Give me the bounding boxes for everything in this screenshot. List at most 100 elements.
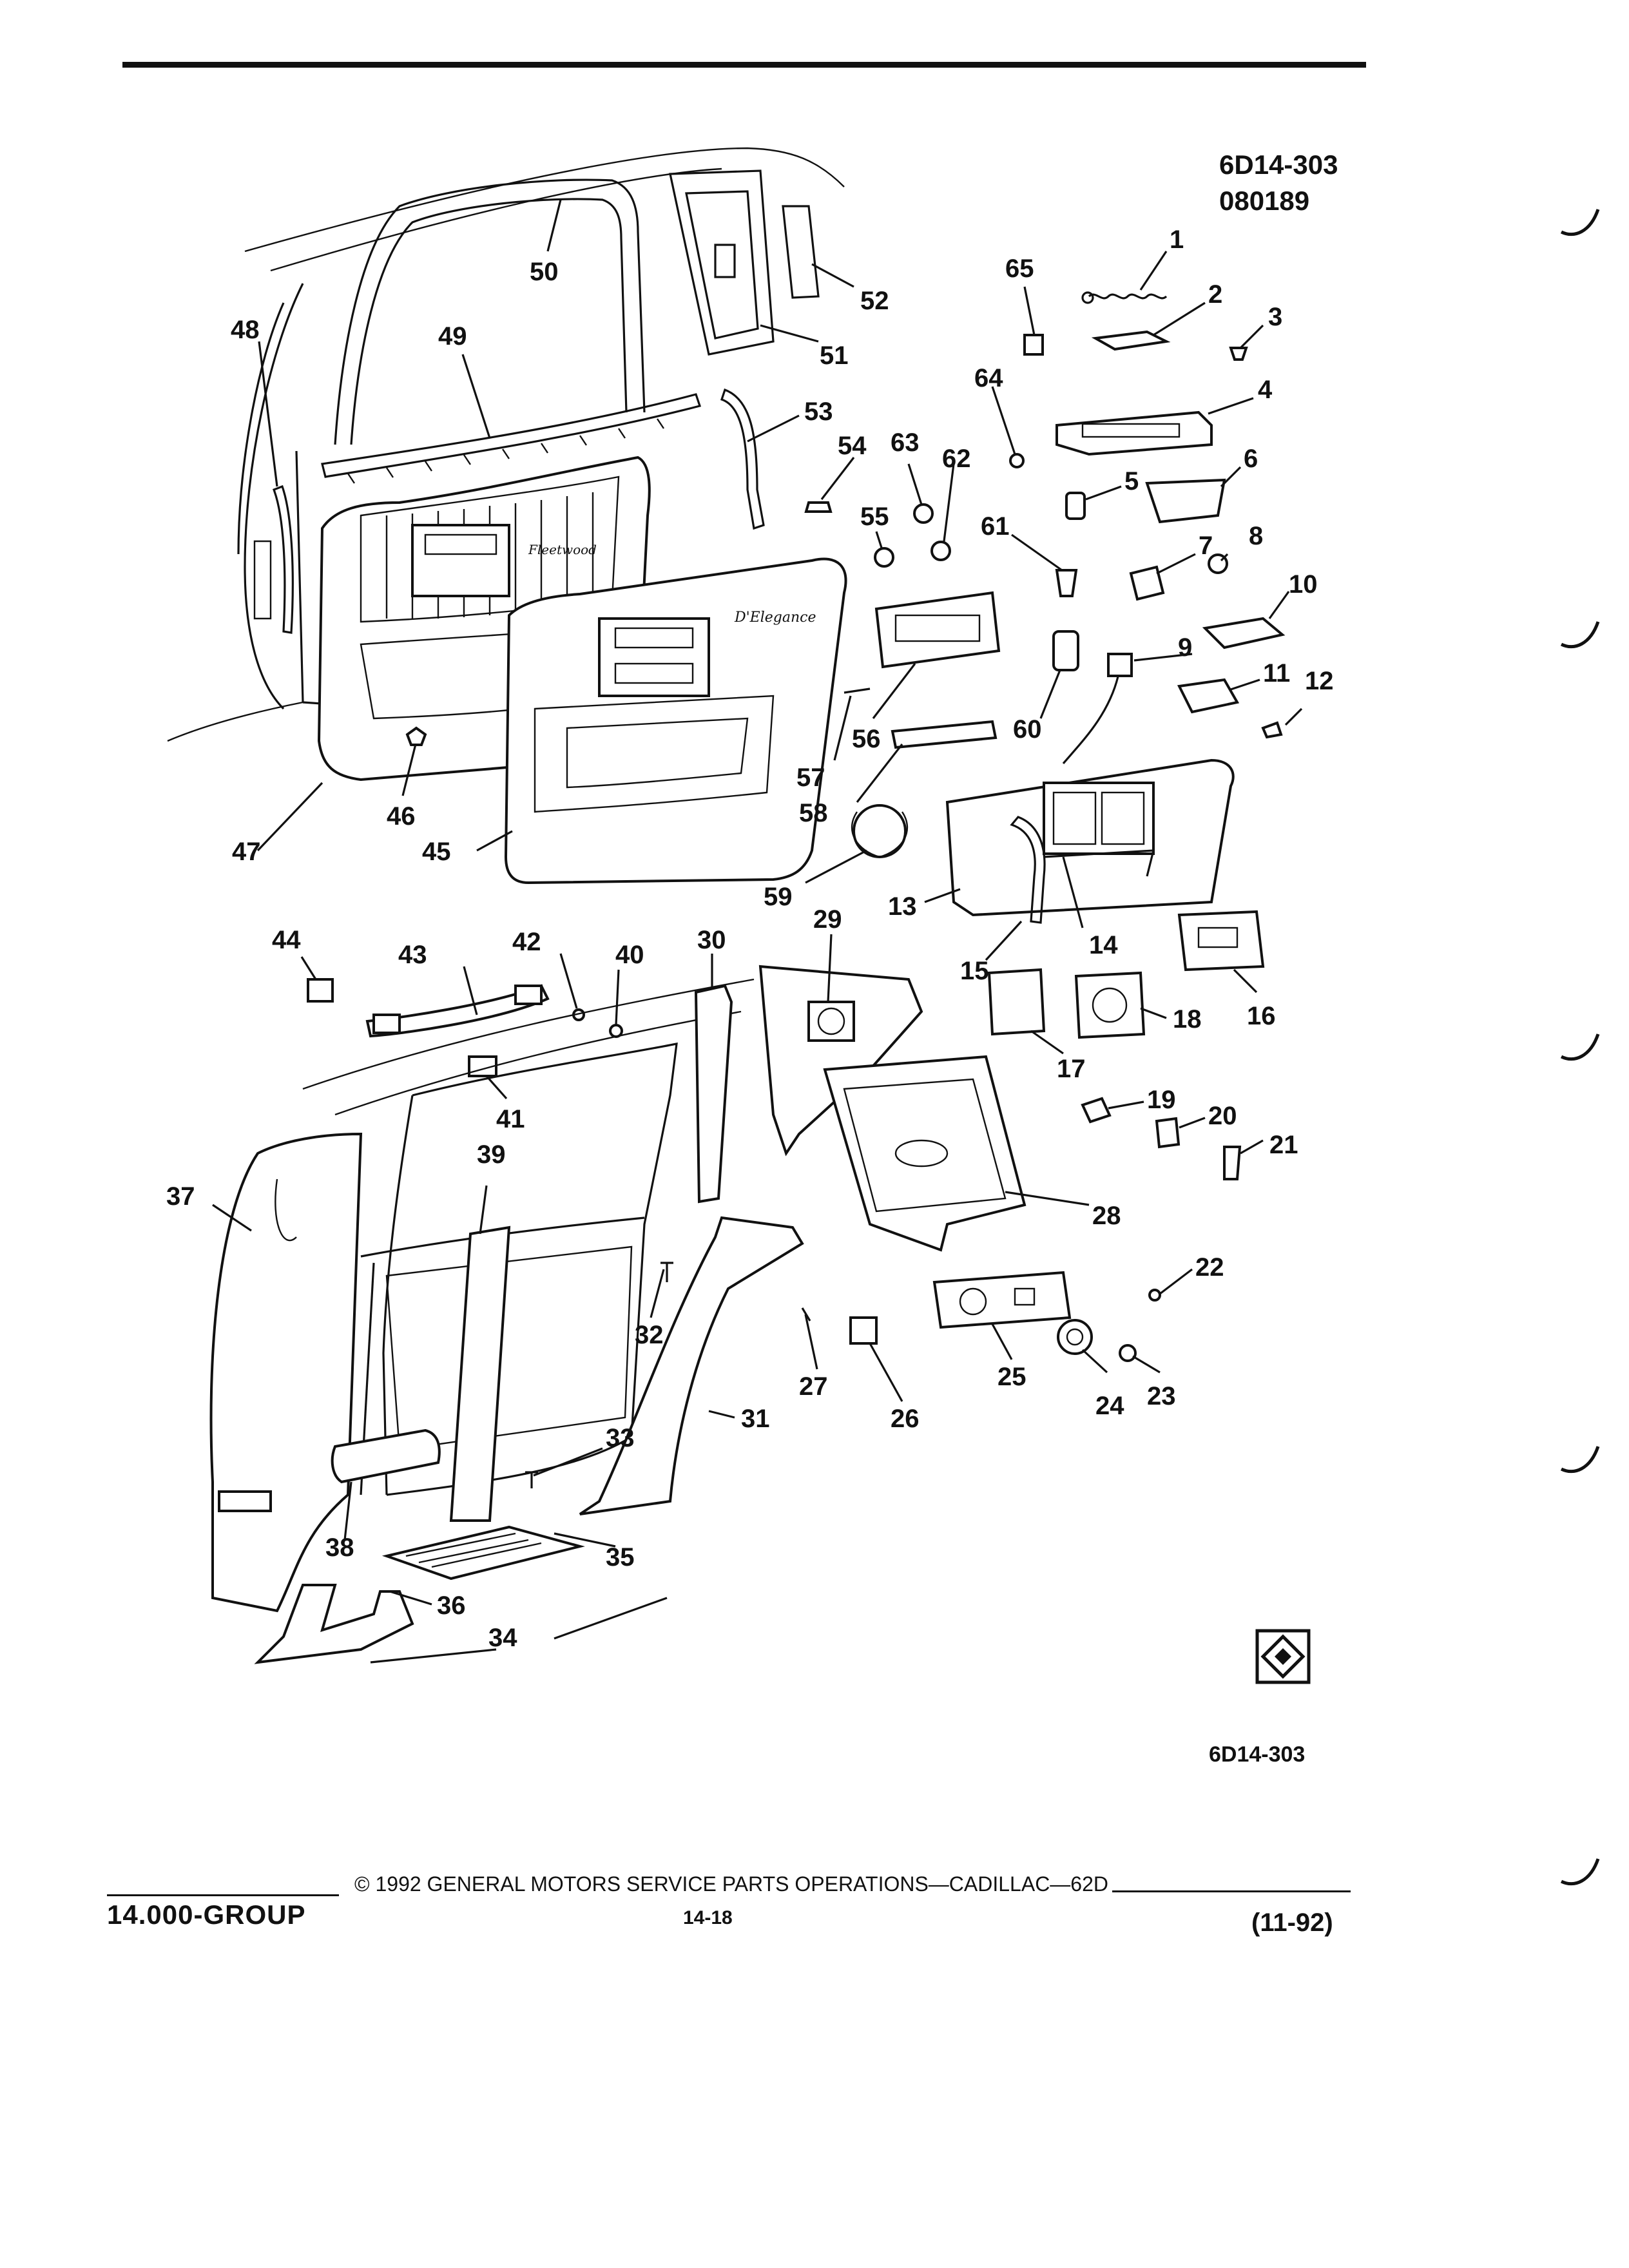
callout-65: 65 bbox=[1005, 255, 1034, 283]
drawing-date-code: 080189 bbox=[1219, 186, 1310, 216]
callout-34: 34 bbox=[488, 1624, 517, 1652]
part-34-sill-line bbox=[370, 1597, 668, 1664]
callout-53: 53 bbox=[804, 398, 833, 426]
callout-7: 7 bbox=[1199, 532, 1213, 560]
upper-panel-script: Fleetwood bbox=[528, 542, 597, 557]
part-44-retainer bbox=[307, 978, 334, 1003]
part-1-spring bbox=[1081, 291, 1168, 304]
callout-30: 30 bbox=[697, 926, 726, 954]
callout-64: 64 bbox=[974, 364, 1003, 392]
callout-29: 29 bbox=[813, 905, 842, 934]
rear-door-body bbox=[302, 978, 755, 1496]
callout-61: 61 bbox=[981, 512, 1010, 541]
part-14-bezel bbox=[1043, 849, 1155, 877]
part-12-clip bbox=[1261, 721, 1283, 739]
callout-17: 17 bbox=[1057, 1055, 1086, 1083]
callout-16: 16 bbox=[1247, 1002, 1276, 1030]
part-46-fastener bbox=[405, 726, 427, 746]
callout-60: 60 bbox=[1013, 715, 1042, 744]
callout-5: 5 bbox=[1124, 467, 1139, 495]
part-18-speaker-cover bbox=[1074, 971, 1146, 1039]
part-30-pillar-trim bbox=[694, 984, 733, 1204]
callout-57: 57 bbox=[796, 764, 825, 792]
part-10-switch-assembly bbox=[1202, 617, 1286, 649]
binder-hole-mark-4 bbox=[1560, 1446, 1600, 1474]
part-65-retainer bbox=[1023, 334, 1044, 356]
binder-hole-mark-5 bbox=[1560, 1858, 1600, 1886]
callout-4: 4 bbox=[1258, 376, 1273, 404]
callout-40: 40 bbox=[615, 941, 644, 969]
callout-18: 18 bbox=[1173, 1005, 1202, 1033]
part-63-grommet bbox=[913, 503, 934, 524]
part-60-lamp-socket bbox=[1052, 630, 1079, 671]
part-35-sill-plate bbox=[381, 1525, 585, 1581]
callout-28: 28 bbox=[1092, 1202, 1121, 1230]
callout-27: 27 bbox=[799, 1372, 828, 1401]
callout-labels: 1 2 3 4 5 6 7 8 9 10 11 12 13 14 15 16 1… bbox=[166, 226, 1334, 1652]
part-15-molding bbox=[1010, 816, 1046, 924]
part-62-bushing bbox=[930, 541, 951, 561]
part-57-screw bbox=[843, 687, 871, 694]
part-22-nut bbox=[1148, 1289, 1161, 1302]
binder-hole-mark-3 bbox=[1560, 1033, 1600, 1061]
part-28-rear-trim-panel bbox=[823, 1055, 1027, 1252]
callout-47: 47 bbox=[232, 838, 261, 866]
part-20-clip bbox=[1155, 1117, 1181, 1149]
binder-hole-mark-2 bbox=[1560, 621, 1600, 649]
part-64-screw bbox=[1009, 453, 1025, 468]
callout-46: 46 bbox=[387, 802, 416, 831]
callout-44: 44 bbox=[272, 926, 301, 954]
callout-13: 13 bbox=[888, 892, 917, 921]
callout-15: 15 bbox=[960, 957, 989, 985]
callout-10: 10 bbox=[1289, 570, 1318, 599]
part-61-socket bbox=[1055, 569, 1078, 597]
callout-51: 51 bbox=[820, 341, 849, 370]
part-53-seal bbox=[720, 388, 765, 530]
callout-1: 1 bbox=[1170, 226, 1184, 254]
callout-31: 31 bbox=[741, 1405, 770, 1433]
part-38-armrest bbox=[331, 1428, 441, 1484]
callout-14: 14 bbox=[1089, 931, 1118, 959]
callout-8: 8 bbox=[1249, 522, 1263, 550]
callout-25: 25 bbox=[998, 1363, 1027, 1391]
part-49-belt-weatherstrip bbox=[321, 393, 702, 484]
part-52-glass-channel bbox=[782, 205, 820, 299]
callout-6: 6 bbox=[1244, 445, 1258, 473]
footer-copyright-rule bbox=[1112, 1890, 1351, 1892]
callout-35: 35 bbox=[606, 1543, 635, 1571]
part-33-screw bbox=[525, 1471, 538, 1488]
callout-19: 19 bbox=[1147, 1086, 1176, 1114]
footer-group: 14.000-GROUP bbox=[107, 1899, 306, 1930]
part-6-ashtray-bin bbox=[1145, 478, 1226, 524]
callout-12: 12 bbox=[1305, 667, 1334, 695]
part-17-switch-panel bbox=[987, 968, 1046, 1036]
part-13-armrest-base bbox=[945, 758, 1235, 917]
callout-63: 63 bbox=[891, 428, 920, 457]
part-39-center-pillar-trim bbox=[449, 1225, 511, 1522]
part-58-reflector bbox=[891, 720, 998, 749]
part-55-nut bbox=[874, 547, 894, 568]
callout-21: 21 bbox=[1269, 1131, 1298, 1159]
callout-39: 39 bbox=[477, 1140, 506, 1169]
part-48-weatherstrip bbox=[272, 485, 294, 634]
part-19-clip bbox=[1081, 1097, 1112, 1124]
callout-38: 38 bbox=[325, 1533, 354, 1562]
part-26-switch bbox=[849, 1316, 878, 1345]
leader-lines bbox=[212, 199, 1303, 1606]
part-25-control-panel bbox=[932, 1271, 1072, 1329]
footer-group-rule bbox=[107, 1894, 339, 1896]
part-43-pull-handle bbox=[365, 984, 550, 1038]
callout-9: 9 bbox=[1178, 633, 1192, 662]
callout-43: 43 bbox=[398, 941, 427, 969]
callout-32: 32 bbox=[635, 1321, 664, 1349]
callout-42: 42 bbox=[512, 928, 541, 956]
callout-33: 33 bbox=[606, 1424, 635, 1452]
part-24-bezel-ring bbox=[1057, 1319, 1093, 1355]
part-16-switch-bezel bbox=[1177, 910, 1265, 972]
part-5-lighter bbox=[1065, 492, 1086, 520]
callout-49: 49 bbox=[438, 322, 467, 351]
callout-48: 48 bbox=[231, 316, 260, 344]
part-3-clip bbox=[1229, 347, 1248, 361]
